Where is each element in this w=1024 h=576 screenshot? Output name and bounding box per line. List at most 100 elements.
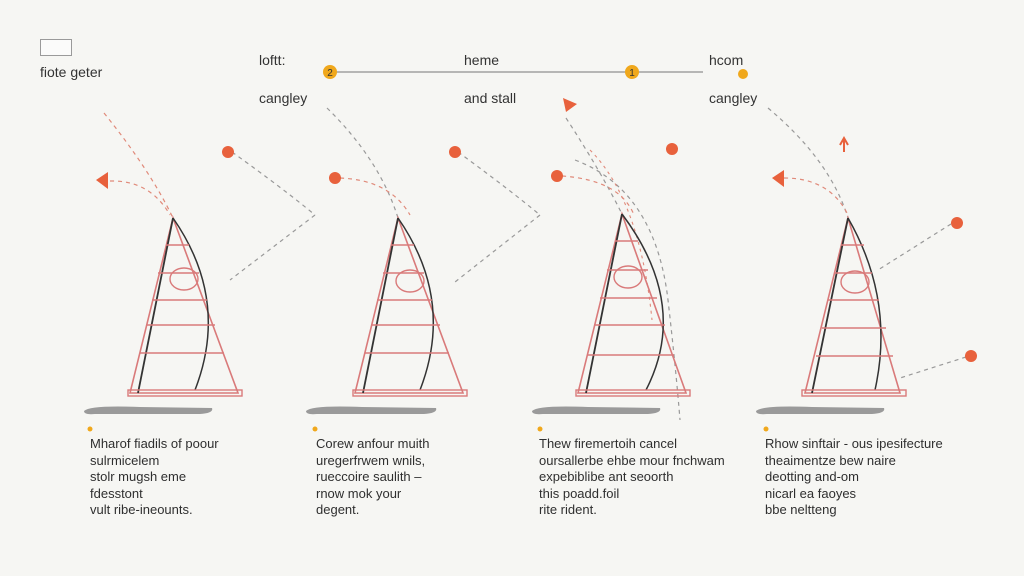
board [756,406,885,415]
caption-line: rueccoire saulith – [316,469,422,484]
sail-window [613,265,643,289]
caption-line: bbe neltteng [765,502,837,517]
wind-point [965,350,977,362]
boom [127,389,243,397]
stage-1 [84,112,316,432]
top-label-mid-line1: heme [464,52,500,68]
sail-outline [576,211,688,394]
sail-window [840,270,870,294]
caption-line: rite rident. [539,502,597,517]
caption-line: theaimentze bew naire [765,452,896,468]
caption-stage-4: Rhow sinftair - ous ipesifecture theaime… [765,436,975,519]
mast [585,213,623,394]
caption-stage-1: Mharof fiadils of poour sulrmicelem stol… [90,436,300,519]
top-label-right: hcom cangley [709,32,757,127]
wind-path [899,356,967,379]
caption-line: uregerfrwem wnils, [316,452,426,468]
boom [352,389,468,397]
wind-path [783,177,849,216]
caption-line: sulrmicelem [90,452,160,468]
stage-2 [306,107,541,432]
sail-outline [353,215,465,394]
sail-outline [803,214,902,394]
caption-stage-3: Thew firemertoih cancel oursallerbe ehbe… [539,436,749,519]
top-label-right-line1: hcom [709,52,744,68]
sail-window [169,267,199,291]
top-label-right-line2: cangley [709,90,758,106]
board [532,406,661,415]
top-label-left-line2: cangley [259,90,308,106]
boom [801,389,907,397]
stage-4 [756,107,977,432]
legend-label: fiote geter [40,64,103,80]
timeline-marker-start-label: 2 [327,68,333,79]
leech-curve [172,217,210,391]
stage-3 [532,98,691,432]
boom [575,389,691,397]
wind-point [951,217,963,229]
caption-line: Mharof fiadils of poour [90,436,219,451]
wind-point [449,146,461,158]
wind-path [767,107,849,219]
caption-line: degent. [316,502,360,517]
caption-line: deotting and-om [765,469,859,484]
mast [811,217,849,394]
wind-path [589,149,653,321]
wind-point [222,146,234,158]
caption-line: fdesstont [90,485,143,501]
caption-line: vult ribe-ineounts. [90,502,193,517]
wind-path [339,177,411,216]
up-arrow-icon [839,135,849,152]
wind-path [326,107,399,219]
leech-curve [397,217,435,391]
bullet-dot [87,426,93,432]
timeline-marker-end-label: 1 [629,68,635,79]
caption-line: Rhow sinftair - ous ipesifecture [765,436,943,451]
top-label-left: loftt: cangley [259,32,307,127]
leech-curve [621,213,665,391]
timeline-marker-start [323,65,337,79]
mast [137,217,174,394]
caption-line: oursallerbe ehbe mour fnchwam [539,452,725,468]
wind-point [329,172,341,184]
caption-line: expebiblibe ant seoorth [539,469,674,484]
bullet-dot [763,426,769,432]
bullet-dot [537,426,543,432]
wind-path [457,151,541,216]
caption-line: Thew firemertoih cancel [539,436,677,451]
status-dot [738,69,748,79]
wind-point [551,170,563,182]
sail-outline [128,215,240,394]
wind-path [877,223,952,271]
caption-line: stolr mugsh eme [90,469,187,484]
caption-line: Corew anfour muith [316,436,430,451]
bullet-dot [312,426,318,432]
timeline-marker-end [625,65,639,79]
wind-path [454,214,541,283]
top-label-mid-line2: and stall [464,90,517,106]
wind-path [229,214,316,281]
wind-point [666,143,678,155]
legend-swatch [40,39,72,56]
direction-arrow-icon [96,172,108,189]
wind-path [561,175,635,216]
wind-path [231,151,316,216]
direction-arrow-icon [563,98,577,112]
top-label-mid: heme and stall [464,32,516,127]
direction-arrow-icon [772,170,784,187]
wind-path [565,117,623,215]
sail-window [395,269,425,293]
board [84,406,213,415]
wind-path [109,180,171,216]
wind-path [103,112,174,219]
top-label-left-line1: loftt: [259,52,286,68]
board [306,406,437,415]
caption-stage-2: Corew anfour muith uregerfrwem wnils, ru… [316,436,526,519]
mast [362,217,399,394]
caption-line: nicarl ea faoyes [765,485,857,501]
caption-line: rnow mok your [316,485,402,501]
caption-line: this poadd.foil [539,485,620,501]
wind-path [574,159,681,421]
leech-curve [847,217,882,391]
